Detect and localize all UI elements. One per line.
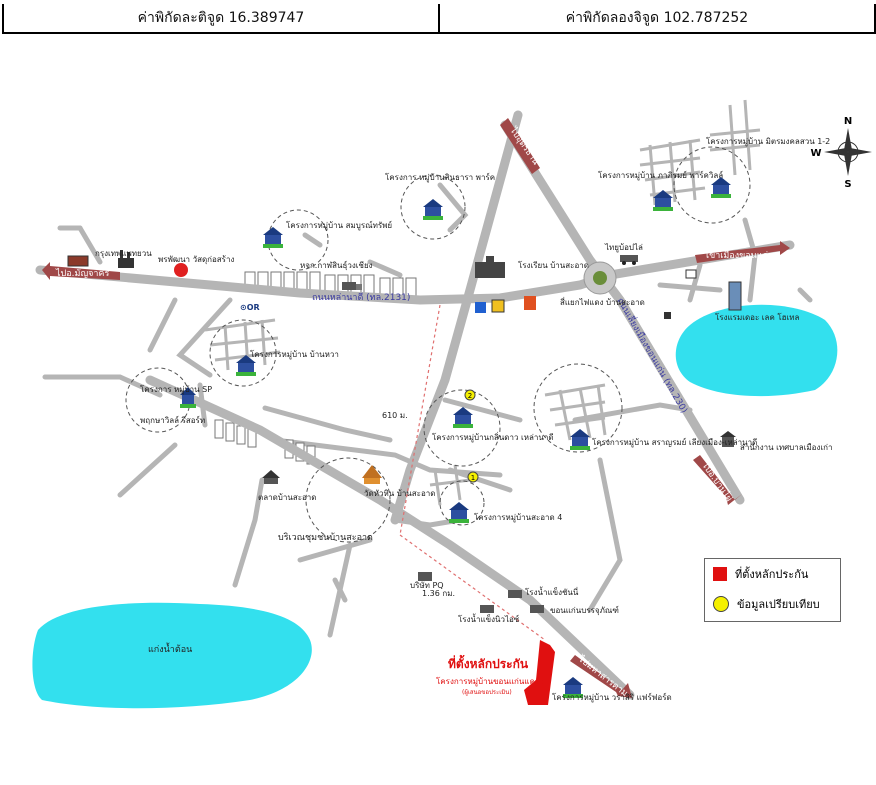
collateral-site[interactable] bbox=[524, 640, 555, 705]
bigc-icon bbox=[491, 299, 505, 313]
label-village-sombun: โครงการหมู่บ้าน สมบูรณ์ทรัพย์ bbox=[286, 220, 392, 231]
road-label-manchakiri: ไปอ.มัญจาคีรี bbox=[55, 268, 109, 279]
lake-water bbox=[675, 304, 838, 397]
label-site-title: ที่ตั้งหลักประกัน bbox=[448, 654, 529, 671]
svg-text:1: 1 bbox=[471, 474, 475, 482]
map-legend: ที่ตั้งหลักประกัน ข้อมูลเปรียบเทียบ bbox=[704, 558, 841, 622]
ptt-logo-icon: ⊙OR bbox=[240, 303, 260, 312]
municipal-icon bbox=[720, 431, 736, 447]
label-kinderg: กรุงเทพแพทยวน bbox=[95, 249, 152, 258]
label-ice-2: โรงน้ำแข็งนิวไอซ์ bbox=[458, 613, 520, 624]
label-reservoir: แก่งน้ำต้อน bbox=[148, 642, 192, 655]
packaging-icon bbox=[530, 605, 544, 613]
distance-136: 1.36 กม. bbox=[422, 589, 455, 598]
minor-roads bbox=[42, 182, 813, 638]
distance-610: 610 ม. bbox=[382, 411, 408, 420]
label-village-moddaeng: โครงการหมู่บ้าน มิตรมงคลสวน 1-2 bbox=[706, 136, 830, 147]
legend-row-comparison: ข้อมูลเปรียบเทียบ bbox=[705, 589, 840, 619]
shop-icon bbox=[67, 255, 89, 267]
road-label-city: เข้าเมืองขอนแก่น bbox=[706, 250, 774, 261]
label-school: โรงเรียน บ้านสะอาด bbox=[518, 260, 589, 270]
roundabout-center bbox=[593, 271, 607, 285]
label-market: ตลาดบ้านสะอาด bbox=[258, 493, 317, 502]
temple-icon bbox=[362, 465, 382, 484]
label-village-klindao: โครงการหมู่บ้านกลิ่นดาว เหล่านาดี bbox=[432, 431, 554, 443]
label-municipal: สำนักงาน เทศบาลเมืองเก่า bbox=[740, 443, 832, 452]
ice-factory-1-icon bbox=[508, 590, 522, 598]
label-site-sub: (ผู้เสนอขอประเมิน) bbox=[462, 689, 512, 696]
label-village-sp: โครงการ หมู่บ้าน SP bbox=[140, 384, 212, 395]
label-ice-1: โรงน้ำแข็งชันนี่ bbox=[525, 586, 579, 597]
label-village-sarinrom: โครงการหมู่บ้าน สราญรมย์ เลียงเมือง-เหล่… bbox=[592, 437, 757, 448]
market-icon bbox=[262, 470, 280, 484]
compass-s: S bbox=[844, 179, 851, 190]
compass-rose: N S W E bbox=[810, 116, 872, 190]
coordinate-bar: ค่าพิกัดละติจูด 16.389747 ค่าพิกัดลองจิจ… bbox=[2, 4, 876, 34]
legend-square-icon bbox=[713, 567, 727, 581]
label-hotel: โรงแรมเดอะ เลค โฮเทล bbox=[715, 312, 800, 322]
car-icon bbox=[620, 255, 638, 265]
label-village-saard4: โครงการหมู่บ้านสะอาด 4 bbox=[474, 512, 562, 523]
compass-w: W bbox=[810, 148, 821, 159]
label-site-project: โครงการหมู่บ้านขอนแก่นแคร์ว bbox=[436, 676, 544, 687]
factory-icon bbox=[118, 250, 134, 268]
road-name-2131: ถนนหล่านาดี (ทล.2131) bbox=[312, 292, 410, 303]
reservoir-water bbox=[32, 602, 312, 709]
compare-marker-1: 1 bbox=[467, 471, 479, 483]
legend-row-collateral: ที่ตั้งหลักประกัน bbox=[705, 559, 840, 589]
legend-comparison-label: ข้อมูลเปรียบเทียบ bbox=[737, 598, 820, 611]
label-community: บริเวณชุมชนบ้านสะอาด bbox=[278, 532, 373, 543]
legend-collateral-label: ที่ตั้งหลักประกัน bbox=[735, 568, 809, 581]
legend-circle-icon bbox=[713, 596, 729, 612]
longitude-label: ค่าพิกัดลองจิจูด 102.787252 bbox=[438, 4, 874, 32]
distance-lines bbox=[399, 304, 546, 641]
label-kaen: ขอนแก่นบรรจุภัณฑ์ bbox=[550, 605, 619, 615]
truck-icon bbox=[342, 282, 362, 290]
building-icon bbox=[685, 269, 697, 279]
label-bigc: ไทยูบ้อปไล่ bbox=[604, 243, 643, 253]
label-pruksa: พฤกษาวิลล์ รีสอร์ท bbox=[140, 415, 205, 425]
latitude-label: ค่าพิกัดละติจูด 16.389747 bbox=[137, 10, 305, 26]
label-light: สี่แยกไฟแดง บ้านสะอาด bbox=[560, 296, 645, 307]
factory-pq-icon bbox=[418, 572, 432, 581]
house-icons bbox=[180, 177, 731, 698]
label-village-nongwa: โครงการหมู่บ้าน บ้านหวา bbox=[250, 349, 339, 360]
place-labels: กรุงเทพแพทยวน พรพัฒนา วัสดุก่อสร้าง หจก.… bbox=[95, 136, 832, 703]
label-pornpattana: พรพัฒนา วัสดุก่อสร้าง bbox=[158, 255, 234, 264]
school-icon bbox=[475, 256, 505, 278]
label-temple: วัดหัวหิน บ้านสะอาด bbox=[364, 489, 435, 498]
seven-eleven-icon bbox=[524, 296, 536, 310]
label-village-phaikruen: โครงการหมู่บ้าน ภาภิรมย์ พาร์ควิลล์ bbox=[598, 170, 723, 181]
ice-factory-2-icon bbox=[480, 605, 494, 613]
bank-icon bbox=[475, 302, 486, 313]
label-hang: หจก.กาฬสินธุ์วงเชียง bbox=[300, 260, 373, 270]
label-company-pq: บริษัท PQ bbox=[410, 581, 444, 590]
small-building-icon bbox=[664, 312, 671, 319]
compass-n: N bbox=[844, 116, 852, 127]
svg-text:2: 2 bbox=[468, 392, 472, 400]
hotel-icon bbox=[728, 281, 742, 311]
road-arrows bbox=[42, 118, 790, 698]
label-village-warasiri: โครงการหมู่บ้าน วราสิริ แฟร์ฟอร์ด bbox=[552, 692, 672, 703]
store-icon bbox=[174, 263, 188, 277]
landmark-icons: ⊙OR 1 2 bbox=[67, 250, 742, 613]
compare-marker-2: 2 bbox=[464, 389, 476, 401]
label-village-sinthara: โครงการ หมู่บ้านสินธารา พาร์ค bbox=[385, 172, 495, 183]
